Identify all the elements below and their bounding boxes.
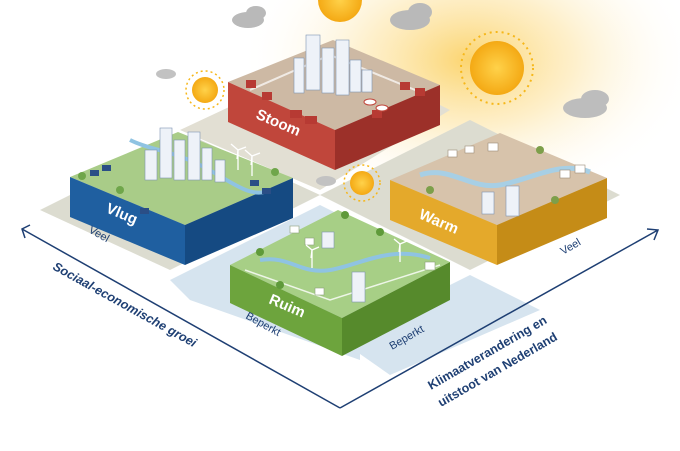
left-axis-title: Sociaal-economische groei [51, 259, 200, 350]
block-stoom: Stoom [228, 34, 440, 170]
block-vlug: Vlug [70, 127, 293, 265]
left-axis-arrow [21, 224, 31, 239]
left-axis-line [21, 228, 341, 409]
right-axis-high-label: Veel [559, 236, 584, 257]
sun-icon [343, 164, 381, 202]
tree-icon [256, 211, 384, 289]
cloud-icon [156, 69, 176, 79]
cloud-icon [232, 6, 266, 28]
tree-icon [78, 168, 279, 194]
cloud-icon [316, 176, 336, 186]
cloud-icon [390, 3, 432, 30]
block-warm: Warm [390, 133, 607, 265]
tree-icon [426, 146, 559, 204]
weather [156, 0, 609, 202]
wind-turbine-icon [230, 143, 261, 176]
right-axis-line [339, 229, 659, 409]
cloud-icon [563, 90, 609, 118]
tile-bottom-right [340, 275, 540, 375]
sun-icon [185, 70, 225, 110]
wind-turbine-icon [305, 238, 408, 268]
block-ruim: Ruim [230, 210, 450, 356]
axes [21, 224, 660, 409]
sun-icon [318, 0, 362, 22]
sun-icon [460, 31, 534, 105]
right-axis-arrow [646, 228, 660, 241]
